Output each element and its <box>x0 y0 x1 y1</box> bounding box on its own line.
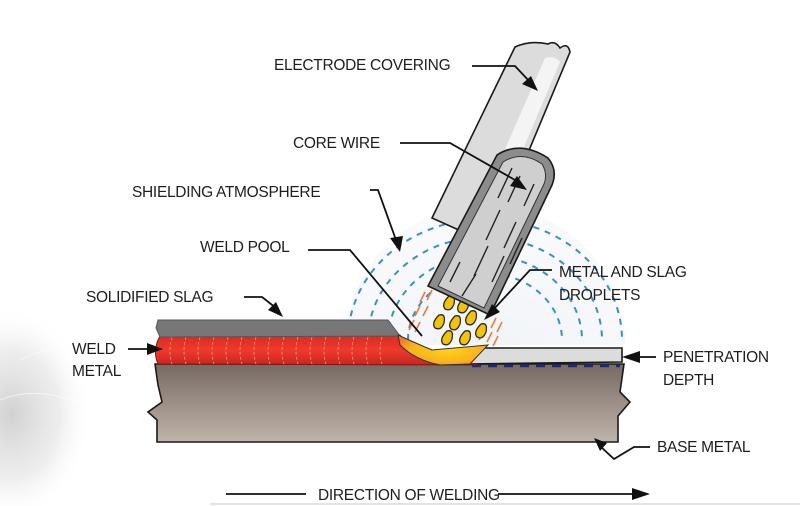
label-electrode-covering: ELECTRODE COVERING <box>274 57 450 74</box>
label-base-metal: BASE METAL <box>657 439 751 456</box>
label-core-wire: CORE WIRE <box>293 135 380 152</box>
solidified-slag <box>155 319 401 338</box>
label-penetration-line2: DEPTH <box>663 372 714 389</box>
label-droplets-line2: DROPLETS <box>559 287 640 304</box>
direction-arrow-icon <box>632 488 650 500</box>
electrode <box>426 41 571 317</box>
leader-base-metal <box>599 445 650 461</box>
weld-ripples <box>169 336 383 365</box>
arrow-weld-metal <box>147 343 163 355</box>
label-solidified-slag: SOLIDIFIED SLAG <box>86 289 213 306</box>
leader-droplets <box>492 269 552 311</box>
label-weld-metal-line1: WELD <box>72 341 116 358</box>
leader-weld-pool <box>308 249 423 337</box>
label-weld-pool: WELD POOL <box>200 239 290 256</box>
leader-solidified-slag <box>244 296 277 309</box>
core-wire-streaks <box>449 167 535 297</box>
label-weld-metal-line2: METAL <box>72 363 122 380</box>
weld-pool <box>397 334 490 366</box>
arrow-droplets <box>484 304 500 320</box>
leader-shielding-atmosphere <box>370 189 397 241</box>
arrow-penetration <box>622 351 640 363</box>
label-penetration-line1: PENETRATION <box>663 349 769 366</box>
base-metal <box>146 363 632 443</box>
unwelded-plate <box>464 347 623 365</box>
sparks <box>408 289 503 347</box>
arrow-electrode-covering <box>522 76 538 91</box>
arrow-core-wire <box>510 176 527 190</box>
arrow-shielding-atmosphere <box>390 236 403 252</box>
leader-core-wire <box>400 142 516 181</box>
label-shielding-atmosphere: SHIELDING ATMOSPHERE <box>132 184 320 201</box>
label-direction-of-welding: DIRECTION OF WELDING <box>318 487 500 504</box>
arrow-solidified-slag <box>268 302 283 317</box>
label-droplets-line1: METAL AND SLAG <box>559 264 687 281</box>
leader-electrode-covering <box>472 65 531 83</box>
arrow-base-metal <box>594 438 607 451</box>
